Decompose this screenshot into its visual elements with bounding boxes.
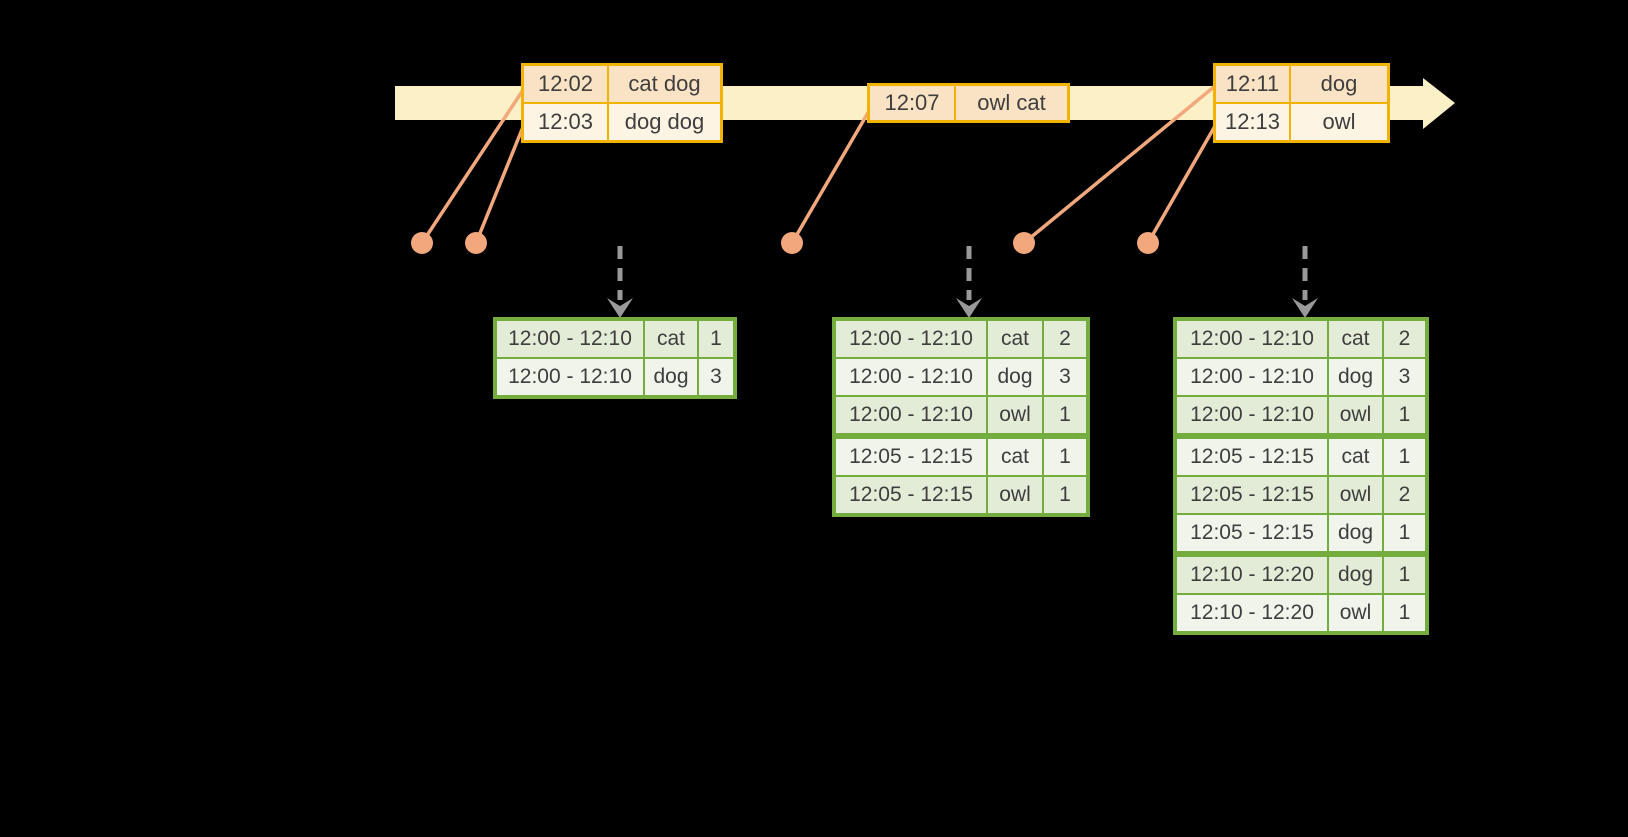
table-row: 12:00 - 12:10 dog 3 — [1174, 357, 1428, 397]
word-cell: owl — [1327, 475, 1384, 515]
word-cell: owl — [986, 395, 1044, 437]
count-cell: 1 — [1382, 551, 1428, 595]
event-dot — [1137, 232, 1159, 254]
word-cell: cat — [986, 433, 1044, 477]
count-cell: 3 — [1382, 357, 1428, 397]
trigger-arrow-icon — [956, 246, 982, 318]
table-row: 12:00 - 12:10 cat 1 — [494, 318, 736, 359]
table-row: 12:05 - 12:15 cat 1 — [1174, 433, 1428, 477]
count-cell: 1 — [1382, 593, 1428, 634]
event-dot — [411, 232, 433, 254]
count-cell: 3 — [1042, 357, 1089, 397]
event-dot — [1013, 232, 1035, 254]
event-words: dog dog — [609, 104, 720, 140]
event-connector-line — [1022, 84, 1217, 245]
window-cell: 12:05 - 12:15 — [1174, 475, 1329, 515]
event-row: 12:03 dog dog — [524, 102, 720, 140]
window-cell: 12:00 - 12:10 — [833, 395, 988, 437]
word-cell: cat — [1327, 433, 1384, 477]
table-row: 12:05 - 12:15 owl 2 — [1174, 475, 1428, 515]
timeline-arrowhead-icon — [1423, 78, 1455, 129]
event-box-1202-1203: 12:02 cat dog 12:03 dog dog — [521, 63, 723, 143]
event-dot — [465, 232, 487, 254]
window-cell: 12:00 - 12:10 — [494, 318, 645, 359]
result-table-1: 12:00 - 12:10 cat 1 12:00 - 12:10 dog 3 — [493, 317, 737, 399]
count-cell: 1 — [1042, 475, 1089, 516]
window-cell: 12:05 - 12:15 — [833, 475, 988, 516]
window-cell: 12:05 - 12:15 — [1174, 513, 1329, 555]
table-row: 12:00 - 12:10 owl 1 — [1174, 395, 1428, 437]
count-cell: 2 — [1042, 318, 1089, 359]
trigger-arrow-icon — [607, 246, 633, 318]
window-cell: 12:00 - 12:10 — [1174, 395, 1329, 437]
count-cell: 1 — [1382, 395, 1428, 437]
result-table-2: 12:00 - 12:10 cat 2 12:00 - 12:10 dog 3 … — [832, 317, 1090, 517]
table-row: 12:10 - 12:20 dog 1 — [1174, 551, 1428, 595]
event-connector-line — [790, 110, 871, 244]
count-cell: 1 — [1382, 433, 1428, 477]
word-cell: cat — [1327, 318, 1384, 359]
event-row: 12:13 owl — [1216, 102, 1387, 140]
window-cell: 12:05 - 12:15 — [1174, 433, 1329, 477]
count-cell: 1 — [697, 318, 736, 359]
window-cell: 12:00 - 12:10 — [494, 357, 645, 398]
event-row: 12:07 owl cat — [870, 86, 1067, 120]
table-row: 12:00 - 12:10 dog 3 — [494, 357, 736, 398]
event-connector-line — [474, 126, 525, 244]
event-time: 12:03 — [524, 104, 609, 140]
word-cell: dog — [986, 357, 1044, 397]
count-cell: 1 — [1382, 513, 1428, 555]
event-connector-line — [420, 89, 525, 244]
table-row: 12:00 - 12:10 dog 3 — [833, 357, 1089, 397]
count-cell: 1 — [1042, 395, 1089, 437]
word-cell: dog — [1327, 513, 1384, 555]
table-row: 12:00 - 12:10 cat 2 — [1174, 318, 1428, 359]
count-cell: 1 — [1042, 433, 1089, 477]
window-cell: 12:05 - 12:15 — [833, 433, 988, 477]
table-row: 12:00 - 12:10 cat 2 — [833, 318, 1089, 359]
word-cell: owl — [986, 475, 1044, 516]
event-row: 12:02 cat dog — [524, 66, 720, 102]
word-cell: dog — [1327, 357, 1384, 397]
event-box-1207: 12:07 owl cat — [867, 83, 1070, 123]
count-cell: 2 — [1382, 475, 1428, 515]
word-cell: dog — [643, 357, 699, 398]
event-dot — [781, 232, 803, 254]
event-time: 12:13 — [1216, 104, 1291, 140]
event-words: owl — [1291, 104, 1387, 140]
event-time: 12:02 — [524, 66, 609, 102]
table-row: 12:10 - 12:20 owl 1 — [1174, 593, 1428, 634]
word-cell: cat — [986, 318, 1044, 359]
event-time: 12:07 — [870, 86, 956, 120]
trigger-arrow-icon — [1292, 246, 1318, 318]
word-cell: dog — [1327, 551, 1384, 595]
result-table-3: 12:00 - 12:10 cat 2 12:00 - 12:10 dog 3 … — [1173, 317, 1429, 635]
event-row: 12:11 dog — [1216, 66, 1387, 102]
event-box-1211-1213: 12:11 dog 12:13 owl — [1213, 63, 1390, 143]
event-words: dog — [1291, 66, 1387, 102]
word-cell: owl — [1327, 395, 1384, 437]
event-connector-line — [1146, 125, 1217, 244]
table-row: 12:05 - 12:15 owl 1 — [833, 475, 1089, 516]
word-cell: cat — [643, 318, 699, 359]
window-cell: 12:00 - 12:10 — [833, 357, 988, 397]
window-cell: 12:00 - 12:10 — [833, 318, 988, 359]
count-cell: 3 — [697, 357, 736, 398]
window-cell: 12:00 - 12:10 — [1174, 318, 1329, 359]
table-row: 12:05 - 12:15 cat 1 — [833, 433, 1089, 477]
window-cell: 12:00 - 12:10 — [1174, 357, 1329, 397]
count-cell: 2 — [1382, 318, 1428, 359]
table-row: 12:00 - 12:10 owl 1 — [833, 395, 1089, 437]
table-row: 12:05 - 12:15 dog 1 — [1174, 513, 1428, 555]
window-cell: 12:10 - 12:20 — [1174, 593, 1329, 634]
window-cell: 12:10 - 12:20 — [1174, 551, 1329, 595]
event-words: cat dog — [609, 66, 720, 102]
word-cell: owl — [1327, 593, 1384, 634]
event-time: 12:11 — [1216, 66, 1291, 102]
event-words: owl cat — [956, 86, 1067, 120]
